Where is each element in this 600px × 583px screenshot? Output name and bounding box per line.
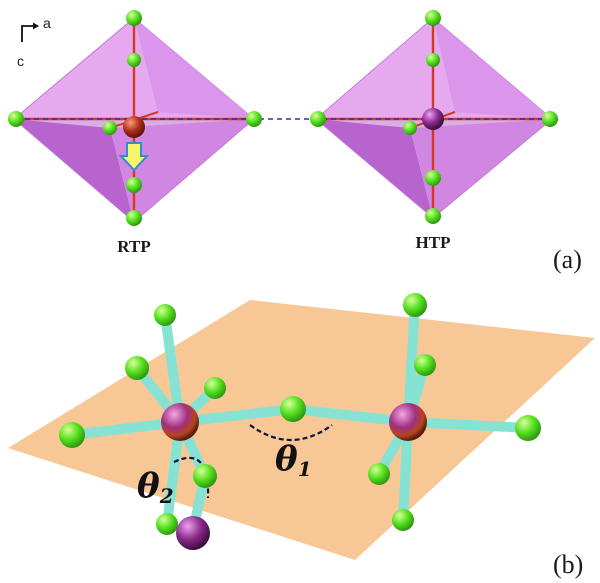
layer-plane	[8, 300, 595, 560]
axis-indicator: a c	[17, 15, 51, 69]
ligand-atoms	[59, 293, 541, 535]
axis-label-c: c	[17, 53, 24, 69]
htp-atoms	[310, 10, 558, 224]
right-center-atom	[389, 403, 427, 441]
rtp-octahedron	[12, 17, 256, 223]
panel-b: θ1 θ2 (b)	[8, 293, 595, 579]
theta1-label: θ1	[275, 439, 312, 481]
theta2-label: θ2	[137, 466, 174, 508]
rtp-center-atom	[123, 116, 145, 138]
rtp-label: RTP	[117, 237, 150, 256]
displacement-arrow	[118, 142, 150, 172]
theta2-arc	[173, 456, 210, 499]
htp-label: HTP	[416, 233, 451, 252]
lower-purple-atom	[176, 516, 210, 550]
panel-a: a c	[8, 10, 582, 274]
theta1-arc	[249, 424, 333, 442]
htp-center-atom	[422, 108, 444, 130]
rtp-atoms	[8, 10, 262, 226]
axis-label-a: a	[43, 15, 51, 31]
panel-b-label: (b)	[553, 550, 583, 579]
panel-a-label: (a)	[553, 245, 582, 274]
left-center-atom	[161, 403, 199, 441]
